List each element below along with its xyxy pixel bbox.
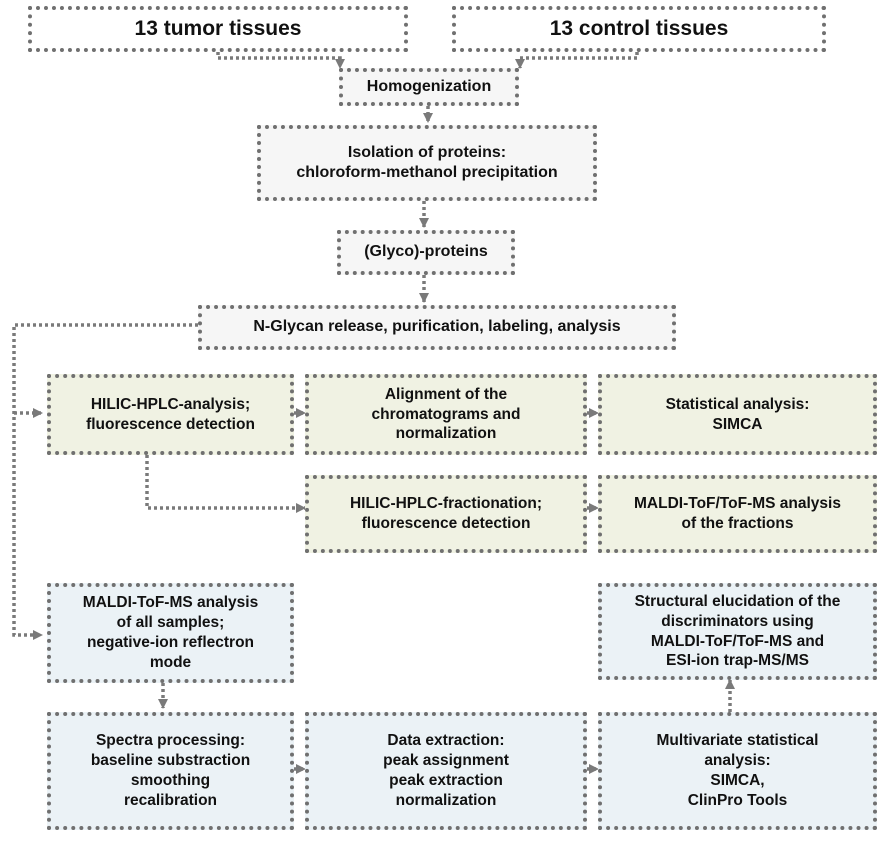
- node-data-extraction: Data extraction: peak assignment peak ex…: [305, 712, 587, 830]
- node-spectra: Spectra processing: baseline substractio…: [47, 712, 294, 830]
- connector-hilic-fractionation: [145, 455, 306, 513]
- node-isolation: Isolation of proteins: chloroform-methan…: [257, 125, 597, 201]
- node-spectra-label: Spectra processing: baseline substractio…: [90, 732, 251, 809]
- node-nglycan: N-Glycan release, purification, labeling…: [198, 305, 676, 350]
- node-hilic-fractionation: HILIC-HPLC-fractionation; fluorescence d…: [305, 475, 587, 553]
- connector-nglycan-branch: [12, 323, 198, 640]
- node-hilic-analysis: HILIC-HPLC-analysis; fluorescence detect…: [47, 374, 294, 455]
- node-statistical: Statistical analysis: SIMCA: [598, 374, 877, 455]
- node-multivariate: Multivariate statistical analysis: SIMCA…: [598, 712, 877, 830]
- node-maldi-all-label: MALDI-ToF-MS analysis of all samples; ne…: [82, 594, 259, 671]
- node-maldi-fractions-label: MALDI-ToF/ToF-MS analysis of the fractio…: [634, 495, 841, 532]
- node-hilic-fractionation-label: HILIC-HPLC-fractionation; fluorescence d…: [349, 495, 542, 532]
- node-alignment-label: Alignment of the chromatograms and norma…: [371, 385, 521, 443]
- node-isolation-label: Isolation of proteins: chloroform-methan…: [296, 143, 558, 181]
- node-control-label: 13 control tissues: [549, 16, 729, 40]
- node-structural-label: Structural elucidation of the discrimina…: [634, 592, 841, 670]
- node-structural: Structural elucidation of the discrimina…: [598, 583, 877, 680]
- node-multivariate-label: Multivariate statistical analysis: SIMCA…: [656, 732, 819, 809]
- connector-control-homogenization: [515, 52, 639, 69]
- node-homogenization-label: Homogenization: [366, 77, 492, 95]
- node-statistical-label: Statistical analysis: SIMCA: [665, 395, 810, 433]
- node-maldi-fractions: MALDI-ToF/ToF-MS analysis of the fractio…: [598, 475, 877, 553]
- node-glycoproteins-label: (Glyco)-proteins: [364, 243, 488, 261]
- node-nglycan-label: N-Glycan release, purification, labeling…: [253, 318, 621, 336]
- node-maldi-all: MALDI-ToF-MS analysis of all samples; ne…: [47, 583, 294, 683]
- connector-tumor-homogenization: [216, 52, 345, 69]
- node-tumor-tissues: 13 tumor tissues: [28, 6, 408, 52]
- node-tumor-label: 13 tumor tissues: [134, 16, 302, 40]
- node-glycoproteins: (Glyco)-proteins: [337, 230, 515, 275]
- node-homogenization: Homogenization: [339, 68, 519, 106]
- node-control-tissues: 13 control tissues: [452, 6, 826, 52]
- node-alignment: Alignment of the chromatograms and norma…: [305, 374, 587, 455]
- node-hilic-analysis-label: HILIC-HPLC-analysis; fluorescence detect…: [86, 395, 255, 433]
- node-data-extraction-label: Data extraction: peak assignment peak ex…: [383, 732, 509, 809]
